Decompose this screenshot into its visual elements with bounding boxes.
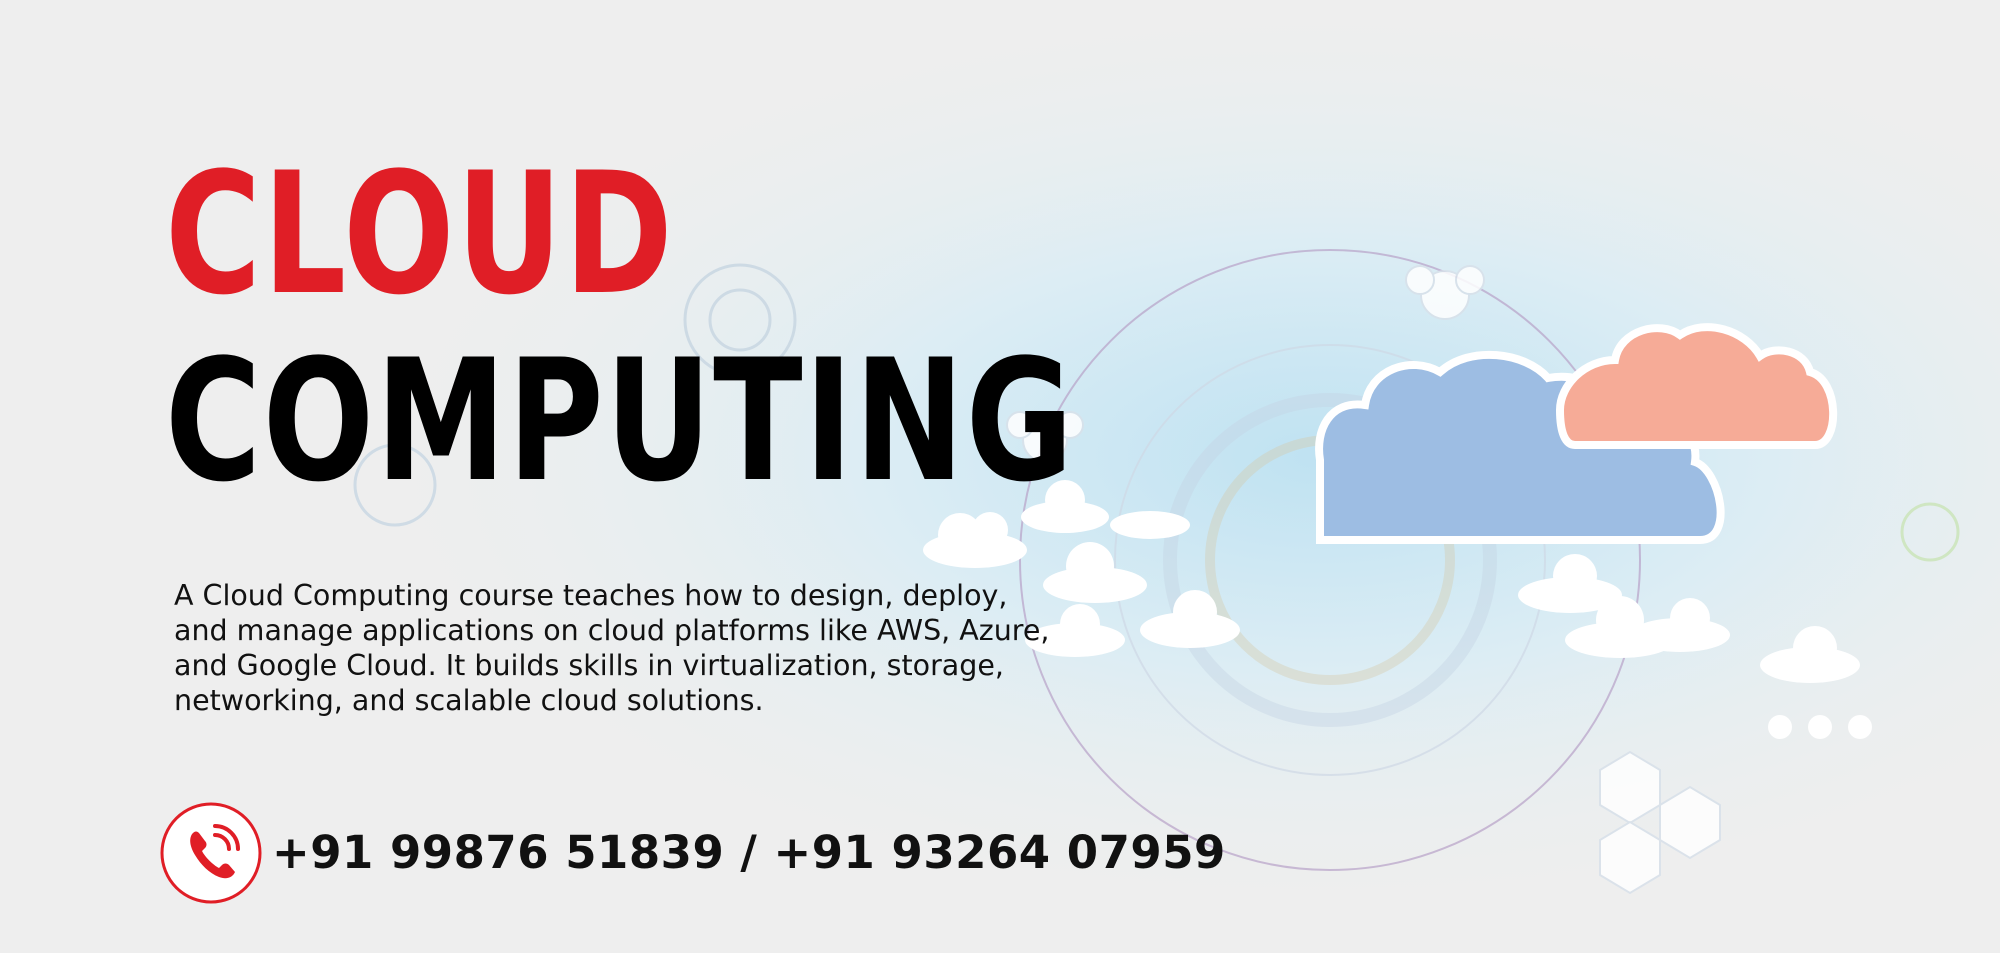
blue-cloud-graphic [1315, 350, 1725, 544]
peach-cloud-graphic [1555, 323, 1838, 449]
hexagon-graphic [1006, 265, 1721, 895]
title-cloud: CLOUD [165, 136, 675, 332]
phone-numbers: +91 99876 51839 / +91 93264 07959 [272, 826, 1226, 879]
course-description: A Cloud Computing course teaches how to … [174, 579, 1050, 717]
phone-ringing-icon [160, 802, 262, 904]
small-gear-graphic [353, 263, 1960, 562]
small-clouds-graphic [923, 480, 1872, 739]
title-computing: COMPUTING [165, 323, 1075, 519]
